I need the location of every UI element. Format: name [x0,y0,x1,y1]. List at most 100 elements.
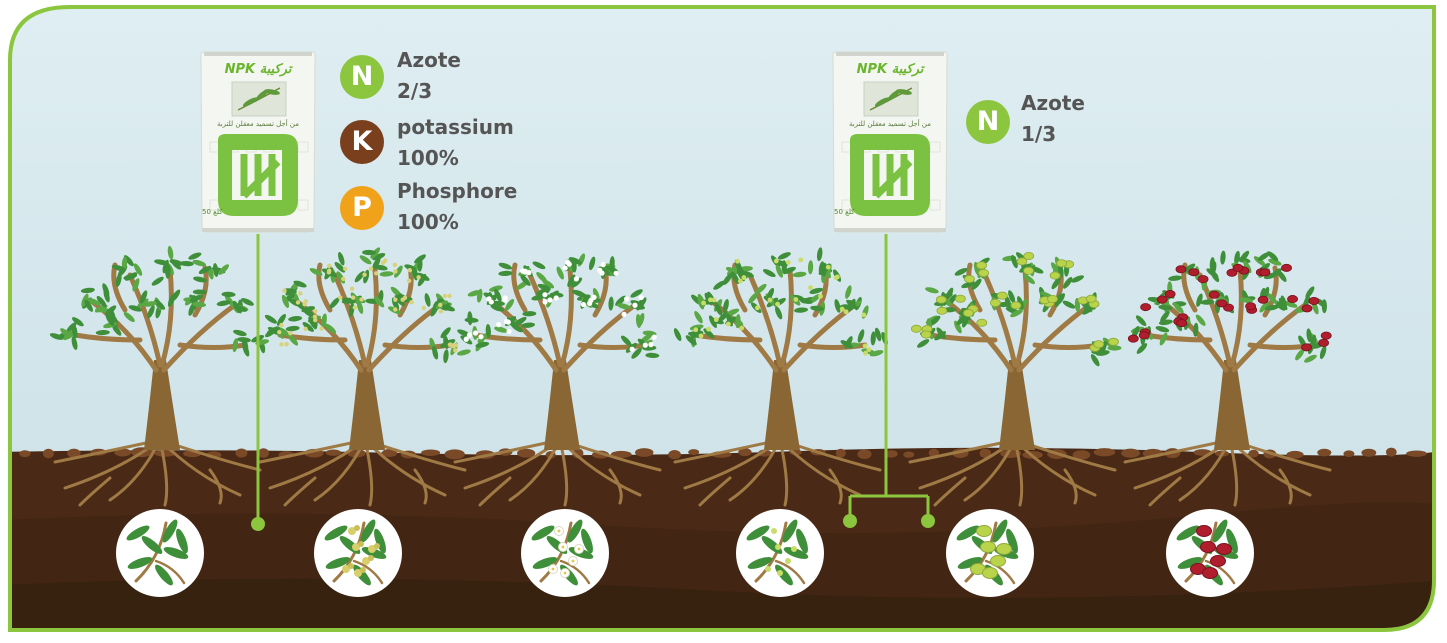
leaf [1284,301,1298,308]
leaf [834,299,841,313]
olive [1208,290,1220,299]
leaf [170,259,182,270]
nitrogen-badge: N [340,55,384,99]
olive [1156,295,1168,304]
flower [502,297,508,303]
leaf [490,304,505,312]
leaf [108,307,116,322]
leaf [1056,293,1065,306]
olive [982,567,998,579]
olive [1308,297,1320,306]
leaf [809,287,824,295]
olive [785,558,791,564]
flower [472,330,479,336]
flower-bud [448,342,453,347]
olive-tree-icon [673,247,888,507]
flower-center [561,545,565,549]
flower-bud [348,563,354,569]
leaf [103,288,110,303]
flower [597,267,603,273]
leaf [424,293,431,307]
flower-bud [282,288,287,293]
branch [747,272,783,368]
olive [1049,271,1061,280]
leaf [857,329,865,343]
connector-dot [921,514,935,528]
leaf [531,525,555,541]
fruit-set-branch-icon [736,509,824,597]
olive [1127,334,1139,343]
flower-bud [416,275,421,280]
nutrient-dose: 100% [397,210,459,234]
olive [771,528,777,534]
leaf [542,279,555,289]
flower [621,311,627,317]
pebble [610,450,632,458]
nutrient-dose: 1/3 [1021,122,1057,146]
application-connectors [251,234,935,531]
trunk [1214,360,1250,450]
flower-bud [438,302,443,308]
leaf [379,271,394,277]
leaf [189,294,203,302]
twig [352,559,384,585]
leaf [489,285,503,292]
leaf [775,264,783,278]
flower [526,269,532,276]
olive [1138,331,1150,340]
olive [1200,541,1216,553]
leaf [176,528,188,554]
leaf [645,352,660,359]
olive [737,278,743,284]
bag-weight: 50 كلغ [834,208,855,216]
olive [996,543,1012,555]
olive [990,298,1001,307]
leaf [1011,254,1018,269]
leaf [334,262,346,273]
flower [542,292,548,298]
olive [791,546,797,552]
root [933,476,967,507]
leaf [615,295,627,306]
leaf [1253,256,1266,266]
olive [861,312,867,318]
branch [982,272,1018,368]
leaf [293,280,307,288]
branch [527,272,563,368]
leaf [777,252,791,260]
flower-bud [338,295,343,300]
leaf [1102,337,1114,348]
leaf [617,303,631,310]
leaf [193,276,207,283]
olive [1318,338,1329,347]
leaf [694,311,703,324]
leaf [72,317,84,327]
flower [488,299,494,305]
pebble [1093,448,1116,457]
flower-bud [393,297,398,302]
leaf [957,557,983,569]
leaf [762,269,776,278]
leaf [360,519,376,543]
leaf [798,297,813,304]
olive [1320,331,1332,340]
olive [808,285,813,290]
leaf [522,311,537,317]
leaf [285,325,300,332]
nutrient-name: Azote [397,48,461,72]
flower [506,328,512,335]
olive [775,544,781,550]
leaf [1136,343,1148,354]
olive-tree-icon [1123,250,1332,507]
leaf [302,322,314,332]
leaf [567,519,583,543]
leaf [592,288,600,302]
olive [964,275,975,284]
pebble [635,448,654,457]
leaf [722,299,729,313]
flower-bud [380,260,386,265]
leaf [630,289,643,298]
leaf [372,257,381,270]
leaf [608,296,614,311]
